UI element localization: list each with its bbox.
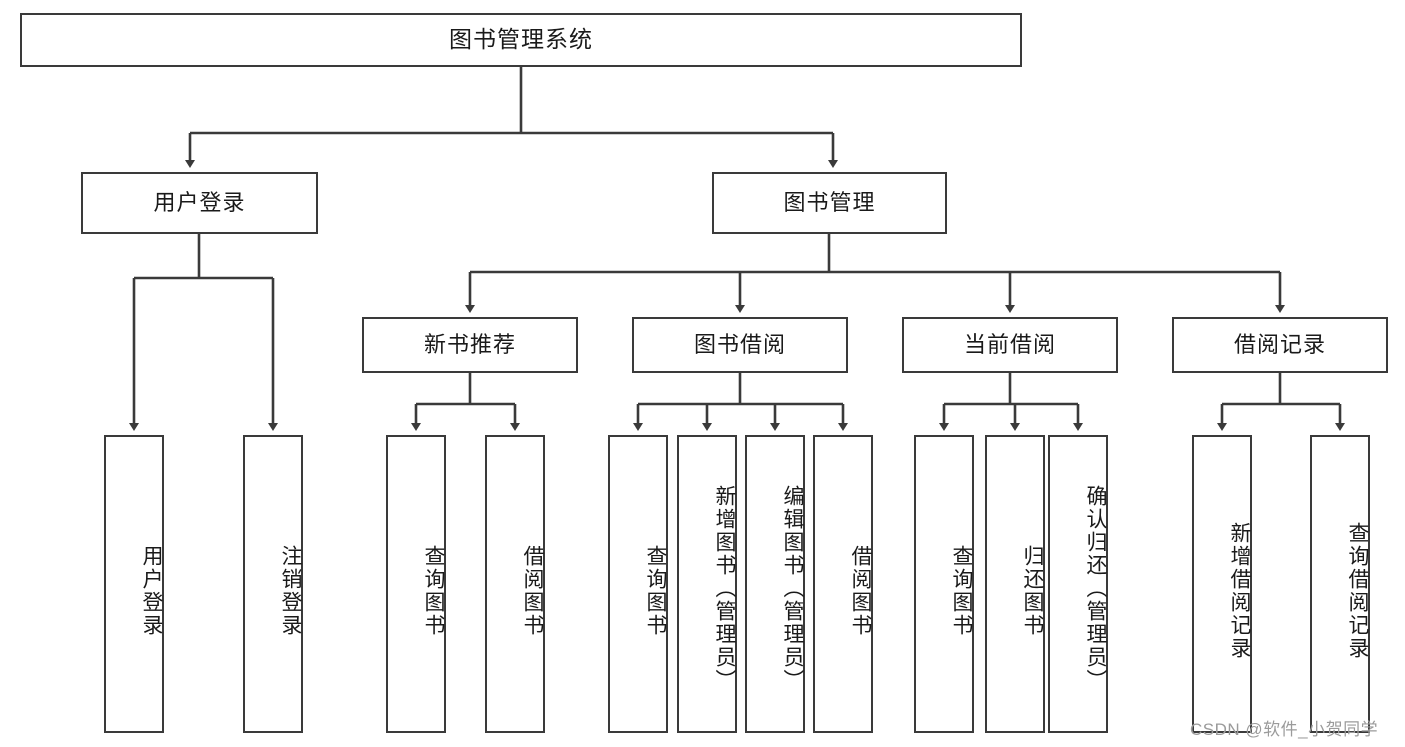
leaf-query-books-recommendation[interactable]: 查询图书	[386, 435, 446, 733]
node-user-login-label: 用户登录	[153, 189, 246, 215]
leaf-user-login[interactable]: 用户登录	[104, 435, 164, 733]
leaf-add-book-admin-label: 新增图书（管理员）	[713, 484, 736, 692]
node-user-login[interactable]: 用户登录	[81, 172, 318, 234]
node-book-borrowing-label: 图书借阅	[693, 331, 786, 357]
node-book-management-label: 图书管理	[783, 189, 876, 215]
leaf-confirm-return-admin[interactable]: 确认归还（管理员）	[1048, 435, 1108, 733]
node-book-management[interactable]: 图书管理	[712, 172, 947, 234]
node-root-label: 图书管理系统	[449, 26, 593, 53]
leaf-query-books-current-label: 查询图书	[950, 545, 973, 637]
leaf-borrow-books-recommendation-label: 借阅图书	[521, 545, 544, 637]
leaf-query-books-borrowing-label: 查询图书	[644, 545, 667, 637]
leaf-logout-label: 注销登录	[279, 545, 302, 637]
csdn-watermark: CSDN @软件_小贺同学	[1190, 720, 1379, 739]
leaf-query-books-borrowing[interactable]: 查询图书	[608, 435, 668, 733]
leaf-query-books-recommendation-label: 查询图书	[422, 545, 445, 637]
leaf-borrow-books-borrowing[interactable]: 借阅图书	[813, 435, 873, 733]
node-root-system[interactable]: 图书管理系统	[20, 13, 1022, 67]
node-current-borrowing[interactable]: 当前借阅	[902, 317, 1118, 373]
leaf-query-books-current[interactable]: 查询图书	[914, 435, 974, 733]
leaf-logout[interactable]: 注销登录	[243, 435, 303, 733]
leaf-edit-book-admin-label: 编辑图书（管理员）	[781, 484, 804, 692]
leaf-add-book-admin[interactable]: 新增图书（管理员）	[677, 435, 737, 733]
leaf-confirm-return-admin-label: 确认归还（管理员）	[1084, 484, 1107, 692]
leaf-query-borrow-record-label: 查询借阅记录	[1346, 522, 1369, 660]
leaf-query-borrow-record[interactable]: 查询借阅记录	[1310, 435, 1370, 733]
leaf-return-books-label: 归还图书	[1021, 545, 1044, 637]
node-new-book-recommendation[interactable]: 新书推荐	[362, 317, 578, 373]
node-book-borrowing[interactable]: 图书借阅	[632, 317, 848, 373]
node-borrow-records-label: 借阅记录	[1233, 331, 1326, 357]
node-borrow-records[interactable]: 借阅记录	[1172, 317, 1388, 373]
leaf-user-login-label: 用户登录	[140, 545, 163, 637]
leaf-add-borrow-record-label: 新增借阅记录	[1228, 522, 1251, 660]
node-new-book-recommendation-label: 新书推荐	[423, 331, 516, 357]
leaf-borrow-books-borrowing-label: 借阅图书	[849, 545, 872, 637]
leaf-return-books[interactable]: 归还图书	[985, 435, 1045, 733]
leaf-edit-book-admin[interactable]: 编辑图书（管理员）	[745, 435, 805, 733]
leaf-add-borrow-record[interactable]: 新增借阅记录	[1192, 435, 1252, 733]
node-current-borrowing-label: 当前借阅	[963, 331, 1056, 357]
leaf-borrow-books-recommendation[interactable]: 借阅图书	[485, 435, 545, 733]
